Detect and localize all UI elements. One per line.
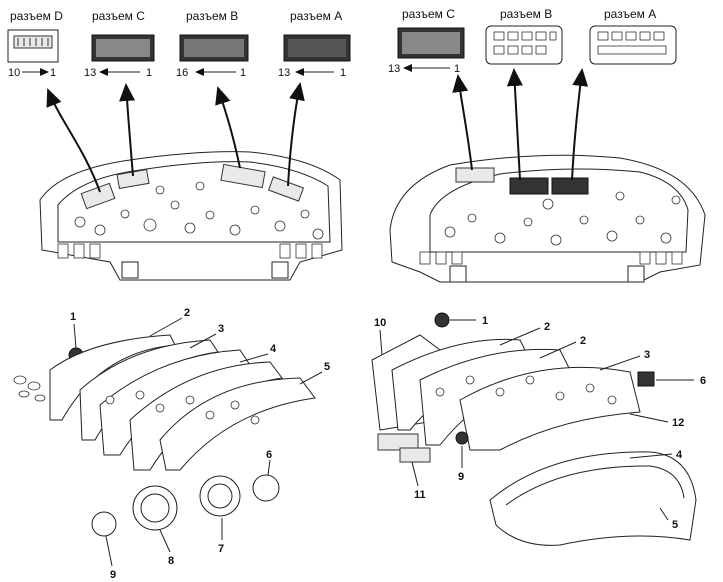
pin-end: 1 <box>146 67 152 79</box>
callout-label: 4 <box>270 343 277 355</box>
callout-label: 2 <box>580 335 586 347</box>
callout-label: 2 <box>544 321 550 333</box>
callout-label: 2 <box>184 307 190 319</box>
callout-label: 1 <box>70 311 76 323</box>
pin-end: 1 <box>340 67 346 79</box>
pin-end: 1 <box>454 63 460 75</box>
callout-label: 5 <box>324 361 330 373</box>
gauge-temp-icon <box>252 474 280 502</box>
bulb-icon <box>434 312 450 328</box>
cluster-lens <box>489 451 697 546</box>
callout-label: 9 <box>110 569 116 581</box>
connector-label: разъем D <box>10 9 63 23</box>
pin-start: 16 <box>176 67 188 79</box>
pin-start: 13 <box>388 63 400 75</box>
left-connector-c: разъем C 13 1 <box>84 9 155 79</box>
callout-label: 3 <box>218 323 224 335</box>
gauge-fuel-icon <box>91 511 117 537</box>
callout-label: 6 <box>266 449 272 461</box>
callout-label: 7 <box>218 543 224 555</box>
left-connector-b: разъем B 16 1 <box>176 9 249 79</box>
right-connector-b: разъем B <box>485 7 563 65</box>
gauge-tachometer-icon <box>199 475 241 517</box>
gauge-speedometer-icon <box>132 485 178 531</box>
callout-label: 11 <box>414 489 426 501</box>
callout-label: 5 <box>672 519 678 531</box>
left-exploded-view: 1 2 3 4 5 6 7 8 9 <box>13 307 330 581</box>
callout-label: 6 <box>700 375 706 387</box>
pin-end: 1 <box>240 67 246 79</box>
pin-end: 1 <box>50 67 56 79</box>
callout-label: 3 <box>644 349 650 361</box>
connector-label: разъем B <box>500 7 552 21</box>
right-connector-a: разъем A <box>589 7 677 65</box>
pin-start: 13 <box>278 67 290 79</box>
right-exploded-view: 1 10 2 2 3 6 12 11 9 4 5 <box>371 312 706 546</box>
left-connector-d: разъем D 10 1 <box>7 9 63 79</box>
callout-label: 8 <box>168 555 174 567</box>
connector-label: разъем A <box>290 9 342 23</box>
connector-label: разъем C <box>92 9 145 23</box>
connector-label: разъем A <box>604 7 656 21</box>
right-connector-c: разъем C 13 1 <box>388 7 465 75</box>
left-connector-a: разъем A 13 1 <box>278 9 351 79</box>
callout-label: 12 <box>672 417 684 429</box>
connector-label: разъем B <box>186 9 238 23</box>
callout-label: 9 <box>458 471 464 483</box>
callout-label: 4 <box>676 449 683 461</box>
connector-label: разъем C <box>402 7 455 21</box>
pin-start: 10 <box>8 67 20 79</box>
right-cluster-back <box>389 68 706 283</box>
pin-start: 13 <box>84 67 96 79</box>
left-cluster-back <box>39 82 343 281</box>
callout-label: 1 <box>482 315 488 327</box>
callout-label: 10 <box>374 317 386 329</box>
